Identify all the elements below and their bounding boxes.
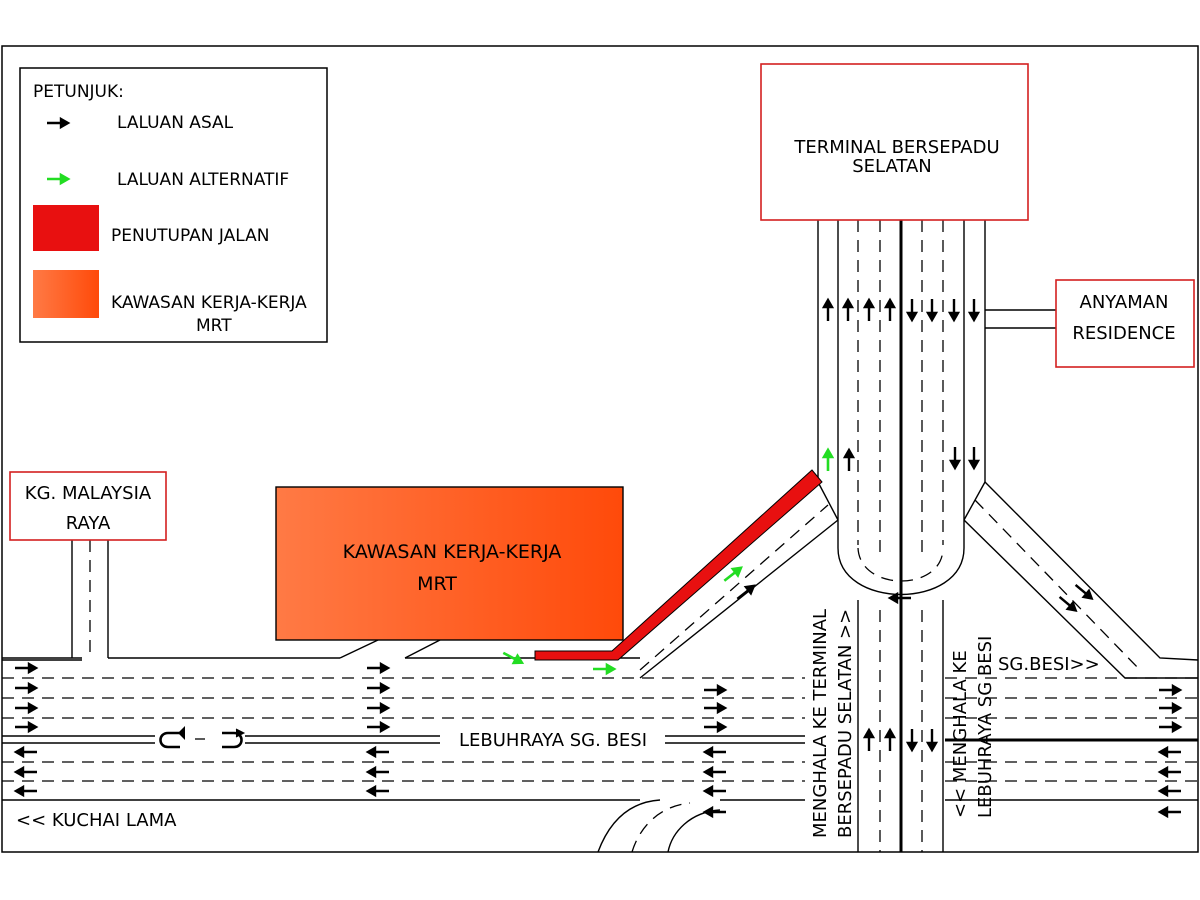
mrt-zone-label-1: KAWASAN KERJA-KERJA [343,541,562,563]
mrt-site-access [339,639,441,659]
kg-malaysia-label-2: RAYA [66,513,111,534]
kg-malaysia-box [9,471,167,541]
legend-title: PETUNJUK: [33,82,124,102]
terminal-box [760,63,1029,221]
mrt-work-zone [275,486,624,641]
terminal-approach-road [817,220,986,852]
terminal-label-2: SELATAN [852,156,932,177]
kg-malaysia-label-1: KG. MALAYSIA [25,483,152,504]
anyaman-access-road [985,309,1058,329]
sgbesi-label: SG.BESI>> [998,654,1100,675]
anyaman-label-2: RESIDENCE [1072,323,1175,344]
to-highway-label-2: LEBUHRAYA SG BESI [975,636,996,818]
highway-lanes [2,657,1198,801]
kg-malaysia-access-road [71,540,109,658]
legend-item-mrt-zone: KAWASAN KERJA-KERJA [111,293,307,313]
right-diagonal-ramp [963,481,1199,679]
red-block-icon [33,205,99,251]
legend-item-road-closure: PENUTUPAN JALAN [111,226,269,246]
highway-label: LEBUHRAYA SG. BESI [459,730,647,751]
legend-item-original-route: LALUAN ASAL [117,113,234,133]
anyaman-label-1: ANYAMAN [1080,292,1169,313]
highway-label-bg [440,728,665,750]
anyaman-box [1055,279,1195,368]
to-terminal-label-1: MENGHALA KE TERMINAL [810,609,831,838]
mrt-zone-label-2: MRT [417,573,457,595]
legend-item-mrt-zone-2: MRT [196,316,232,336]
orange-block-icon [33,270,99,318]
u-turn-icon [159,726,246,749]
to-highway-label-1: << MENGHALA KE [950,650,971,818]
kuchai-label: << KUCHAI LAMA [16,810,177,831]
to-terminal-label-2: BERSEPADU SELATAN >> [835,609,856,838]
terminal-label-1: TERMINAL BERSEPADU [793,137,999,158]
legend: PETUNJUK: LALUAN ASAL LALUAN ALTERNATIF … [19,67,328,343]
legend-item-alternative-route: LALUAN ALTERNATIF [117,170,289,190]
road-closure [534,469,823,661]
